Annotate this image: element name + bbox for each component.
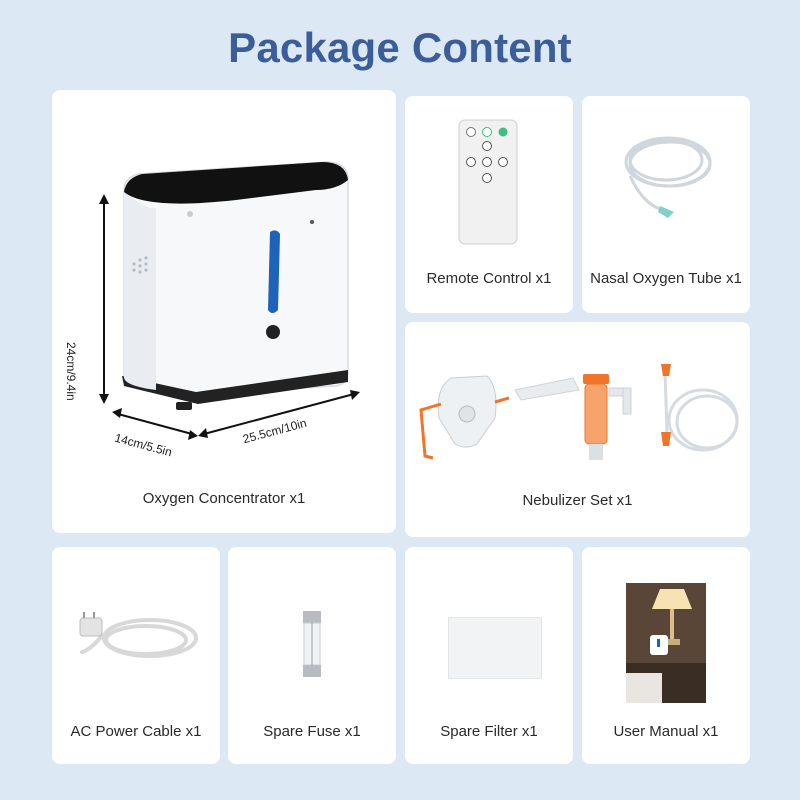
card-label: Spare Fuse x1 (263, 723, 361, 740)
card-ac-power-cable: AC Power Cable x1 (52, 547, 220, 764)
user-manual-image (626, 583, 706, 703)
filter-image (448, 617, 542, 679)
card-nasal-oxygen-tube: Nasal Oxygen Tube x1 (582, 96, 750, 313)
oxygen-concentrator-image (122, 161, 349, 410)
nasal-tube-image (624, 136, 712, 218)
dimension-height-label: 24cm/9.4in (64, 342, 78, 401)
card-label: User Manual x1 (613, 723, 719, 740)
remote-control-image (458, 119, 518, 245)
power-cable-image (79, 612, 198, 658)
card-label: Spare Filter x1 (440, 723, 538, 740)
nebulizer-cup-image (514, 374, 632, 460)
nebulizer-tubing-image (661, 364, 739, 452)
card-label: Oxygen Concentrator x1 (142, 490, 306, 507)
card-label: Nasal Oxygen Tube x1 (590, 270, 742, 287)
card-label: AC Power Cable x1 (70, 723, 202, 740)
page-title: Package Content (228, 24, 572, 71)
nebulizer-mask-image (419, 375, 510, 460)
card-label: Remote Control x1 (426, 270, 552, 287)
card-oxygen-concentrator: 24cm/9.4in 14cm/5.5in 25.5cm/10in Oxygen… (52, 90, 396, 533)
card-spare-filter: Spare Filter x1 (405, 547, 573, 764)
fuse-image (303, 611, 321, 677)
card-remote-control: Remote Control x1 (405, 96, 573, 313)
card-label: Nebulizer Set x1 (522, 492, 633, 509)
card-nebulizer-set: Nebulizer Set x1 (405, 322, 750, 537)
card-user-manual: User Manual x1 (582, 547, 750, 764)
card-spare-fuse: Spare Fuse x1 (228, 547, 396, 764)
dimension-arrows (99, 194, 360, 440)
